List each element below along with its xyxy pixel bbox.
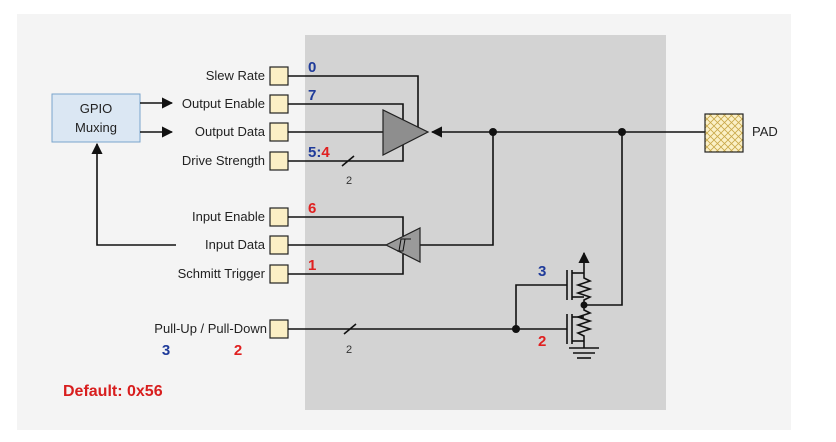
drive-strength-wire bbox=[288, 145, 404, 162]
slew-rate-register bbox=[269, 66, 289, 86]
input-enable-bit: 6 bbox=[308, 200, 316, 217]
pull-legend-up-bit: 3 bbox=[162, 342, 170, 359]
output-enable-label: Output Enable bbox=[182, 96, 265, 111]
pad-pull-wire bbox=[584, 132, 623, 306]
default-value-text: Default: 0x56 bbox=[63, 383, 163, 400]
pullup-gate-wire bbox=[515, 284, 567, 329]
drive-strength-bit-hi: 5 bbox=[308, 144, 316, 161]
pad-box bbox=[704, 113, 744, 153]
pull-register bbox=[269, 319, 289, 339]
pulldown-fet-bit: 2 bbox=[538, 333, 546, 350]
gpio-muxing-block: GPIO Muxing bbox=[51, 93, 141, 143]
input-data-return-line bbox=[91, 142, 176, 246]
pull-label: Pull-Up / Pull-Down bbox=[154, 321, 267, 336]
drive-strength-bus-width: 2 bbox=[346, 175, 352, 187]
pulldown-resistor bbox=[575, 305, 593, 341]
muxing-label: Muxing bbox=[75, 120, 117, 135]
input-data-register bbox=[269, 235, 289, 255]
drive-strength-register bbox=[269, 151, 289, 171]
input-data-label: Input Data bbox=[205, 237, 266, 252]
schmitt-trigger-icon bbox=[397, 238, 411, 252]
pull-bus-slash bbox=[343, 323, 357, 335]
pullup-fet-bit: 3 bbox=[538, 263, 546, 280]
output-enable-wire bbox=[288, 103, 404, 120]
input-enable-register bbox=[269, 207, 289, 227]
schmitt-trigger-label: Schmitt Trigger bbox=[178, 266, 266, 281]
output-buffer bbox=[382, 109, 430, 156]
gpio-label: GPIO bbox=[80, 101, 113, 116]
input-enable-label: Input Enable bbox=[192, 209, 265, 224]
ground-icon bbox=[569, 341, 599, 359]
pad-logic-region bbox=[305, 35, 666, 410]
pullup-transistor bbox=[566, 270, 584, 300]
pullup-resistor bbox=[575, 273, 593, 305]
schmitt-trigger-register bbox=[269, 264, 289, 284]
input-schmitt-buffer bbox=[384, 227, 421, 263]
input-enable-wire bbox=[288, 216, 404, 236]
slew-rate-label: Slew Rate bbox=[206, 68, 265, 83]
drive-strength-label: Drive Strength bbox=[182, 153, 265, 168]
output-data-label: Output Data bbox=[195, 124, 266, 139]
output-data-register bbox=[269, 122, 289, 142]
input-sense-wire bbox=[420, 132, 494, 246]
drive-strength-bit-sep: : bbox=[316, 144, 321, 161]
pull-legend-down-bit: 2 bbox=[234, 342, 242, 359]
output-enable-register bbox=[269, 94, 289, 114]
pad-label: PAD bbox=[752, 124, 778, 139]
schmitt-trigger-bit: 1 bbox=[308, 257, 316, 274]
output-enable-bit: 7 bbox=[308, 87, 316, 104]
drive-strength-bits: 5:4 bbox=[308, 144, 330, 161]
slew-rate-wire bbox=[288, 75, 419, 127]
slew-rate-bit: 0 bbox=[308, 59, 316, 76]
pull-bus-width: 2 bbox=[346, 344, 352, 356]
drive-strength-bit-lo: 4 bbox=[321, 144, 330, 161]
schmitt-trigger-wire bbox=[288, 254, 404, 275]
drive-strength-bus-slash bbox=[341, 155, 355, 167]
